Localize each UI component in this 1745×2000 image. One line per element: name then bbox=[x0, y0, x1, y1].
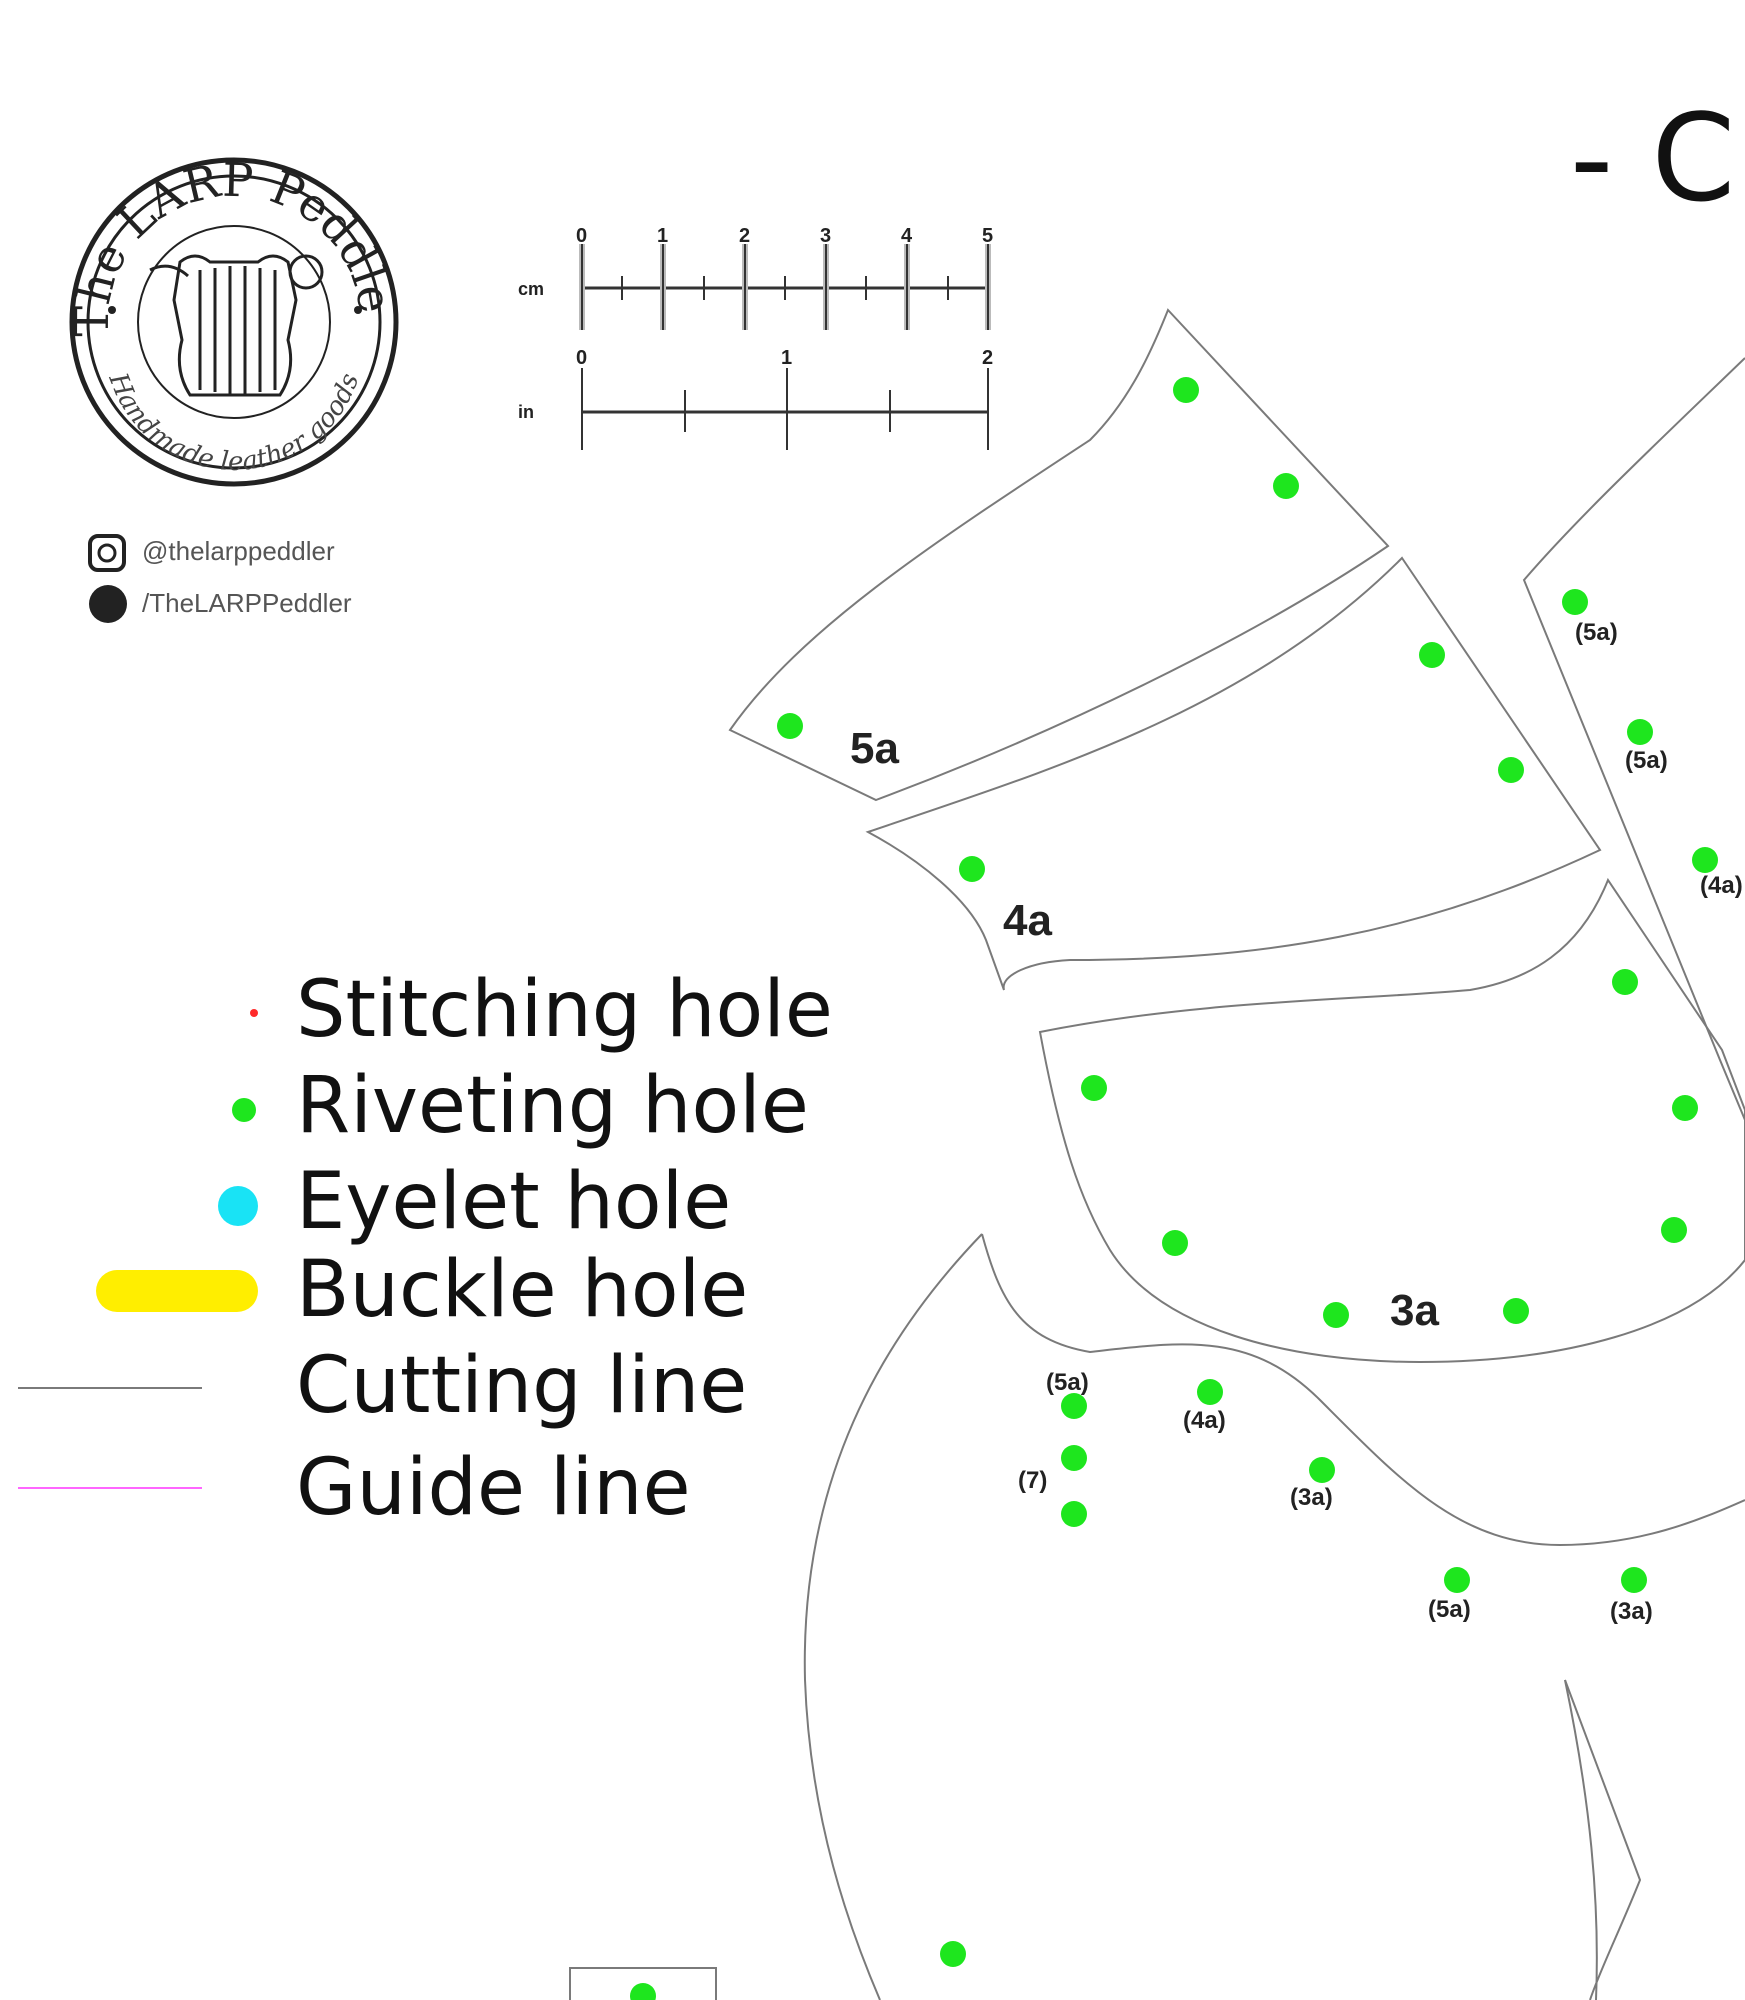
pattern-piece-right-strip: (5a) (5a) (4a) bbox=[1522, 357, 1745, 1121]
page-title: - C bbox=[1570, 90, 1735, 229]
piece-label-5a: 5a bbox=[850, 724, 899, 773]
pattern-piece-lower-base: (5a) (4a) (7) (3a) (5a) (3a) bbox=[569, 1233, 1745, 2000]
ref-label-5a-mid: (5a) bbox=[1625, 747, 1668, 774]
legend-cutting: Cutting line bbox=[296, 1341, 747, 1431]
in-tick-2: 2 bbox=[982, 347, 993, 369]
ref-label-7: (7) bbox=[1018, 1467, 1047, 1494]
legend: Stitching hole Riveting hole Eyelet hole… bbox=[18, 965, 833, 1533]
in-tick-0: 0 bbox=[576, 347, 587, 369]
pattern-piece-4a: 4a bbox=[865, 556, 1602, 991]
ref-label-3a-mid: (3a) bbox=[1290, 1484, 1333, 1511]
cm-tick-0: 0 bbox=[576, 225, 587, 247]
piece-label-3a: 3a bbox=[1390, 1286, 1439, 1335]
legend-buckle: Buckle hole bbox=[296, 1245, 748, 1335]
legend-riveting: Riveting hole bbox=[296, 1061, 809, 1151]
scale-rulers: cm 0 1 2 3 4 5 in bbox=[518, 225, 993, 450]
pattern-piece-3a: 3a bbox=[1038, 877, 1745, 1364]
piece-label-4a: 4a bbox=[1003, 896, 1052, 945]
social-instagram: @thelarppeddler bbox=[88, 534, 335, 572]
social-second: /TheLARPPeddler bbox=[89, 585, 352, 623]
leather-hide-icon bbox=[149, 254, 324, 397]
in-tick-1: 1 bbox=[781, 347, 792, 369]
cm-tick-1: 1 bbox=[657, 225, 668, 247]
stitching-hole-swatch bbox=[250, 1009, 258, 1017]
logo-tagline-text: Handmade leather goods bbox=[102, 368, 365, 477]
cm-unit-label: cm bbox=[518, 279, 544, 299]
eyelet-hole-swatch bbox=[218, 1186, 258, 1226]
cm-tick-4: 4 bbox=[901, 225, 913, 247]
social-badge-icon bbox=[89, 585, 127, 623]
cm-tick-5: 5 bbox=[982, 225, 993, 247]
brand-logo: The LARP Peddler Handmade leather goods bbox=[0, 0, 403, 487]
cm-tick-3: 3 bbox=[820, 225, 831, 247]
legend-guide: Guide line bbox=[296, 1443, 691, 1533]
buckle-hole-swatch bbox=[96, 1270, 258, 1312]
legend-stitching: Stitching hole bbox=[296, 965, 833, 1055]
cm-tick-2: 2 bbox=[739, 225, 750, 247]
pattern-piece-5a: 5a bbox=[728, 308, 1390, 802]
ref-label-4a-right: (4a) bbox=[1700, 872, 1743, 899]
riveting-hole-swatch bbox=[232, 1098, 256, 1122]
second-handle: /TheLARPPeddler bbox=[142, 588, 352, 618]
instagram-handle: @thelarppeddler bbox=[142, 536, 335, 566]
in-unit-label: in bbox=[518, 402, 534, 422]
ref-label-5a-low: (5a) bbox=[1428, 1596, 1471, 1623]
ref-label-5a-left: (5a) bbox=[1046, 1369, 1089, 1396]
ref-label-3a-low: (3a) bbox=[1610, 1598, 1653, 1625]
ref-label-5a-top: (5a) bbox=[1575, 619, 1618, 646]
legend-eyelet: Eyelet hole bbox=[296, 1157, 731, 1247]
instagram-icon bbox=[88, 534, 126, 572]
ref-label-4a-left: (4a) bbox=[1183, 1407, 1226, 1434]
